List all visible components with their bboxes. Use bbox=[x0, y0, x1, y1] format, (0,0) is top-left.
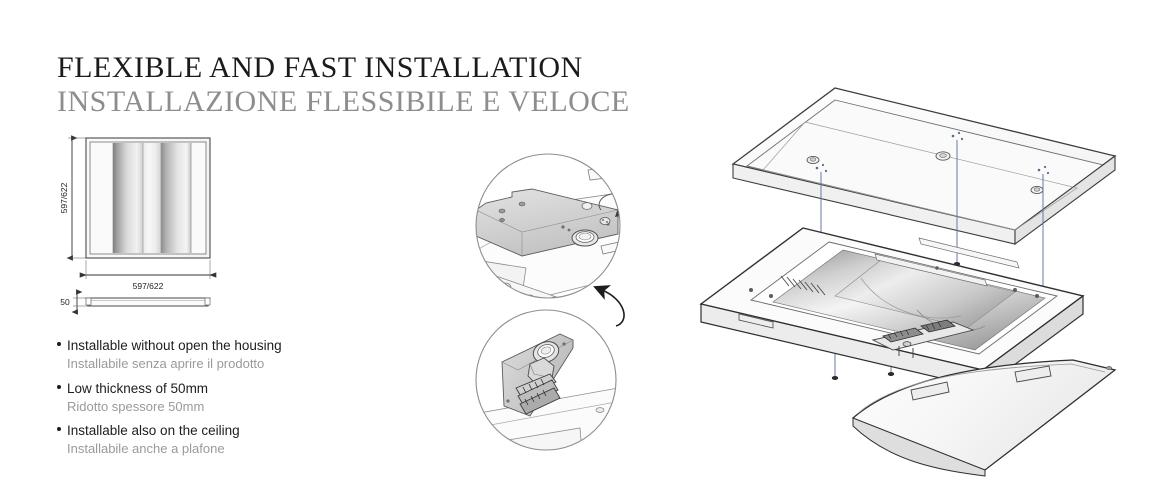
page-title-en: FLEXIBLE AND FAST INSTALLATION bbox=[57, 51, 583, 84]
detail-callouts bbox=[468, 148, 658, 468]
feature-label-it: Installabile senza aprire il prodotto bbox=[67, 356, 265, 372]
height-dimension-label: 597/622 bbox=[59, 182, 69, 213]
bullet-dot-icon bbox=[57, 384, 61, 389]
feature-label-en: Installable without open the housing bbox=[67, 338, 282, 353]
gear-tray bbox=[871, 319, 975, 358]
width-dimension-label: 597/622 bbox=[133, 281, 164, 291]
reflector-body bbox=[699, 227, 1085, 390]
screw-marks bbox=[815, 131, 1050, 175]
feature-label-it: Ridotto spessore 50mm bbox=[67, 398, 205, 414]
louver-bands bbox=[112, 143, 192, 253]
exploded-assembly-view bbox=[685, 78, 1125, 478]
list-item: Installable also on the ceiling Installa… bbox=[55, 421, 385, 459]
height-dimension: 597/622 bbox=[59, 135, 86, 261]
spring-clip bbox=[738, 313, 774, 329]
feature-label-it: Installabile anche a plafone bbox=[67, 441, 225, 457]
gear-tray-detail bbox=[475, 153, 621, 299]
terminal-block-detail bbox=[475, 309, 617, 451]
housing-top-cover bbox=[731, 87, 1117, 246]
width-dimension: 597/622 bbox=[79, 260, 217, 291]
bullet-dot-icon bbox=[57, 427, 61, 432]
feature-en-row: Low thickness of 50mm bbox=[55, 379, 385, 398]
side-profile-view bbox=[85, 297, 211, 307]
thickness-dimension-label: 50 bbox=[60, 297, 70, 307]
feature-en-row: Installable also on the ceiling bbox=[55, 421, 385, 440]
heading-block: FLEXIBLE AND FAST INSTALLATION INSTALLAZ… bbox=[57, 52, 630, 119]
feature-list: Installable without open the housing Ins… bbox=[55, 336, 385, 464]
bullet-dot-icon bbox=[57, 342, 61, 346]
feature-label-en: Installable also on the ceiling bbox=[67, 423, 240, 439]
vent-slots bbox=[780, 275, 826, 296]
feature-en-row: Installable without open the housing bbox=[55, 336, 385, 355]
terminal-block bbox=[515, 373, 561, 415]
page-title-it: INSTALLAZIONE FLESSIBILE E VELOCE bbox=[57, 84, 630, 118]
list-item: Installable without open the housing Ins… bbox=[55, 336, 385, 374]
callout-connector-arrow-icon bbox=[593, 285, 625, 327]
list-item: Low thickness of 50mm Ridotto spessore 5… bbox=[55, 379, 385, 417]
callout-circle-bottom bbox=[475, 309, 617, 451]
thickness-dimension: 50 bbox=[60, 289, 88, 315]
frame-fixings bbox=[749, 266, 1039, 298]
callout-circle-top bbox=[475, 153, 621, 299]
dimension-drawing: 597/622 597/622 50 bbox=[52, 130, 292, 320]
feature-label-en: Low thickness of 50mm bbox=[67, 380, 209, 396]
diffuser-louver-panel bbox=[852, 359, 1117, 477]
